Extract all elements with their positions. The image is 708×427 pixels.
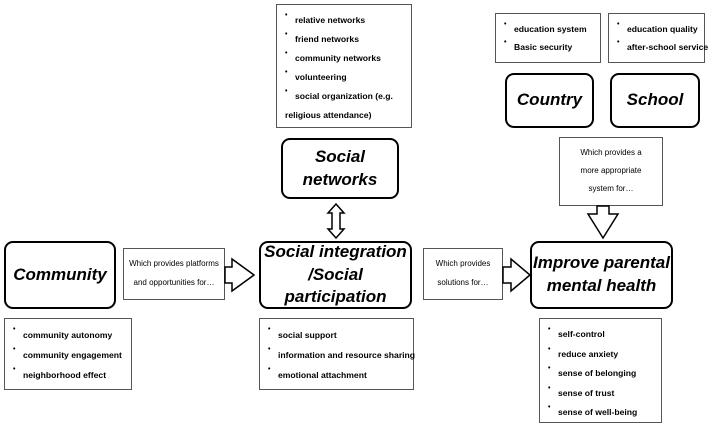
community-label: Community xyxy=(13,264,107,284)
list-item: social support xyxy=(268,325,409,345)
list-item: community networks xyxy=(285,49,407,68)
community-node: Community xyxy=(4,241,116,309)
callout-line: Which provides xyxy=(435,259,491,269)
list-item: Basic security xyxy=(504,38,596,56)
list-item: neighborhood effect xyxy=(13,365,127,385)
country-node: Country xyxy=(505,73,594,128)
country-factors-list: education system Basic security xyxy=(495,13,601,63)
list-item: volunteering xyxy=(285,68,407,87)
list-item: community engagement xyxy=(13,345,127,365)
list-item: sense of trust xyxy=(548,384,657,404)
list-item: education quality xyxy=(617,20,700,38)
list-item: sense of belonging xyxy=(548,364,657,384)
list-item: sense of well-being xyxy=(548,403,657,423)
right-arrow-icon xyxy=(224,257,256,293)
social-integration-label: Social integration /Social participation xyxy=(264,241,407,307)
callout-line: and opportunities for… xyxy=(133,278,215,288)
school-label: School xyxy=(626,90,684,110)
callout-line: system for… xyxy=(588,184,634,194)
list-item: reduce anxiety xyxy=(548,345,657,365)
right-arrow-icon xyxy=(502,257,532,293)
community-outcomes-list: community autonomy community engagement … xyxy=(4,318,132,390)
callout-line: Which provides a xyxy=(580,147,642,157)
callout-line: more appropriate xyxy=(580,166,642,176)
social-integration-node: Social integration /Social participation xyxy=(259,241,412,309)
list-item: relative networks xyxy=(285,11,407,30)
improve-parental-mental-health-node: Improve parental mental health xyxy=(530,241,673,309)
solutions-callout: Which provides solutions for… xyxy=(423,248,503,300)
school-node: School xyxy=(610,73,700,128)
social-integration-outcomes-list: social support information and resource … xyxy=(259,318,415,390)
list-item: education system xyxy=(504,20,596,38)
social-networks-label: Social networks xyxy=(302,146,378,189)
list-item-continuation: religious attendance) xyxy=(285,110,372,120)
country-label: Country xyxy=(516,90,583,110)
school-factors-list: education quality after-school service xyxy=(608,13,708,63)
callout-line: solutions for… xyxy=(437,278,489,288)
callout-line: Which provides platforms xyxy=(129,259,219,269)
list-item: social organization (e.g. xyxy=(285,87,407,106)
list-item: after-school service xyxy=(617,38,708,56)
list-item: emotional attachment xyxy=(268,365,409,385)
down-arrow-icon xyxy=(586,205,620,240)
list-item: information and resource sharing xyxy=(268,345,415,365)
system-callout: Which provides a more appropriate system… xyxy=(559,137,663,206)
double-arrow-icon xyxy=(326,202,346,240)
mental-health-outcomes-list: self-control reduce anxiety sense of bel… xyxy=(539,318,662,423)
improve-parental-label: Improve parental mental health xyxy=(533,253,670,295)
list-item: self-control xyxy=(548,325,657,345)
list-item: community autonomy xyxy=(13,325,127,345)
platforms-callout: Which provides platforms and opportuniti… xyxy=(123,248,225,300)
social-networks-list: relative networks friend networks commun… xyxy=(276,4,412,128)
social-networks-node: Social networks xyxy=(281,138,399,199)
list-item: friend networks xyxy=(285,30,407,49)
